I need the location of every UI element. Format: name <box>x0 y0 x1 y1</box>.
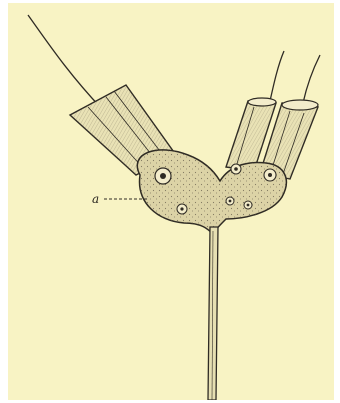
stalk <box>208 227 218 400</box>
cell-body-group <box>137 150 286 235</box>
nucleus-left <box>155 168 171 184</box>
right-flagellum-1 <box>270 51 284 101</box>
vacuole-lower <box>177 204 187 214</box>
label-a: a <box>92 192 99 206</box>
illustration-plate: a <box>8 3 334 400</box>
label-a-group: a <box>92 192 148 206</box>
engraving-drawing: a <box>8 3 334 400</box>
left-flagellum <box>28 15 102 109</box>
right-flagellum-2 <box>303 55 320 103</box>
nucleus-right <box>264 169 276 181</box>
